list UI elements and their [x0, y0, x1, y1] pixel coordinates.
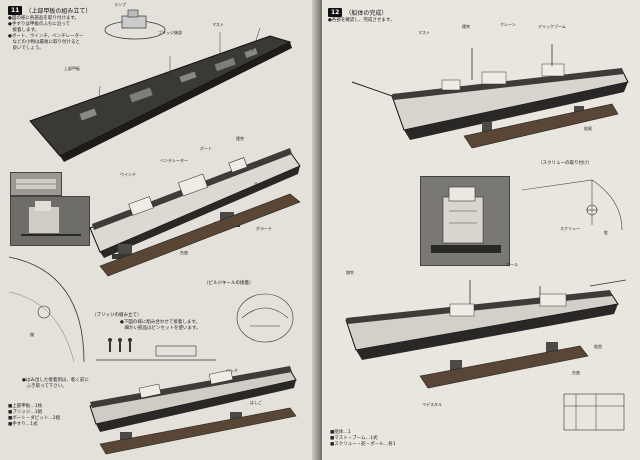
legend-line: ■マスト・ブーム…1式 [330, 436, 378, 441]
completed-ship-diagram [351, 44, 629, 149]
bilge-keel-sketch [236, 293, 294, 343]
note-line: ふき取って下さい。 [22, 384, 67, 389]
label-boat: ボート [200, 146, 212, 151]
label-stand: 台座 [180, 250, 188, 255]
label-derrick: デリックブーム [538, 24, 566, 29]
label-deck: 上部甲板 [64, 66, 80, 71]
label-pole: ポール [506, 262, 518, 267]
step-header-12: 12 （船体の完成） [328, 8, 387, 17]
step-header-11: 11 （上部甲板の組み立て） [8, 6, 91, 15]
instruction-page-left: 11 （上部甲板の組み立て） ●図の様に各部品を取り付けます。 ●手すりは甲板の… [0, 0, 318, 460]
crew-figures-sketch [96, 338, 216, 361]
note-line: ●下図の様に組み合わせて接着します。 [120, 320, 200, 325]
parts-legend-right: ■船体…1 ■マスト・ブーム…1式 ■スクリュー・舵・ポール…各1 [330, 430, 396, 448]
note-line: などの小物は最後に取り付けると [8, 40, 80, 45]
note-line: 接着します。 [8, 28, 40, 33]
label-bridge-rear: ブリッジ後部 [158, 30, 182, 35]
legend-line: ■ブリッジ…1組 [8, 410, 43, 415]
label-bollard: ボラード [256, 226, 272, 231]
note-line: ●はみ出した接着剤は、乾く前に [22, 378, 89, 383]
label-winch: ウインチ [120, 172, 136, 177]
legend-line: ■スクリュー・舵・ポール…各1 [330, 442, 396, 447]
label-bow: 船首 [594, 344, 602, 349]
label-ventilator: ベンチレーター [160, 158, 188, 163]
intro-notes: ●図の様に各部品を取り付けます。 ●手すりは甲板のふちに沿って 接着します。 ●… [8, 16, 84, 52]
inset-caption-bilge: （ビルジキールの接着） [204, 281, 254, 286]
label-lamp: ランプ [114, 2, 126, 7]
label-rail: 手すり [254, 182, 266, 187]
detail-photo-2 [10, 196, 90, 246]
note-line: ●手すりは甲板のふちに沿って [8, 22, 71, 27]
label-flag: 旗竿 [346, 270, 354, 275]
inset-caption-screw: （スクリューの取り付け） [538, 161, 592, 166]
figure-caption-bridge: （ブリッジの組み立て） [92, 313, 142, 318]
step-number: 12 [328, 8, 343, 17]
screw-inset-sketch [521, 179, 623, 231]
railing-sketch [563, 393, 625, 431]
figure-notes: ●下図の様に組み合わせて接着します。 細かい部品はピンセットを使います。 [120, 320, 201, 332]
legend-line: ■船体…1 [330, 430, 351, 435]
label-funnel: 煙突 [236, 136, 244, 141]
ship-bottom-diagram [89, 366, 297, 455]
note-line: ●各部を確認し、完成させます。 [328, 18, 395, 23]
legend-line: ■ボート・ダビット…2組 [8, 416, 61, 421]
hull-side-inset [8, 256, 85, 363]
legend-line: ■上部甲板…1枚 [8, 404, 43, 409]
step-title: （上部甲板の組み立て） [25, 8, 92, 15]
label-funnel: 煙突 [462, 24, 470, 29]
detail-photo-1 [10, 172, 62, 196]
label-mast: マスト [212, 22, 224, 27]
intro-notes: ●各部を確認し、完成させます。 [328, 18, 394, 24]
note-line: ●ボート、ウインチ、ベンチレーター [8, 34, 84, 39]
label-anchor: 錨 [30, 332, 34, 337]
bottom-notes: ●はみ出した接着剤は、乾く前に ふき取って下さい。 [22, 378, 89, 390]
note-line: 良いでしょう。 [8, 46, 44, 51]
note-line: 細かい部品はピンセットを使います。 [120, 326, 201, 331]
step-number: 11 [8, 6, 23, 15]
label-rudder: 舵 [604, 230, 608, 235]
label-pedestal: ペデスタル [422, 402, 442, 407]
legend-line: ■手すり…1式 [8, 422, 38, 427]
label-screw: スクリュー [560, 226, 580, 231]
bridge-detail-photo [420, 176, 510, 266]
deck-diagram [29, 27, 292, 162]
bridge-part-sketch [104, 9, 166, 40]
label-stand: 台座 [572, 370, 580, 375]
label-mast: マスト [418, 30, 430, 35]
label-ladder: はしご [250, 400, 262, 405]
ship-assembly-diagram [89, 148, 301, 277]
label-stern: 船尾 [584, 126, 592, 131]
label-crane: クレーン [500, 22, 516, 27]
step-title: （船体の完成） [345, 10, 388, 17]
note-line: ●図の様に各部品を取り付けます。 [8, 16, 79, 21]
instruction-page-right: 12 （船体の完成） ●各部を確認し、完成させます。 マスト 煙突 クレーン デ… [322, 0, 640, 460]
parts-legend-left: ■上部甲板…1枚 ■ブリッジ…1組 ■ボート・ダビット…2組 ■手すり…1式 [8, 404, 60, 428]
finished-model-diagram [345, 279, 627, 389]
label-hatch: ハッチ [226, 368, 238, 373]
